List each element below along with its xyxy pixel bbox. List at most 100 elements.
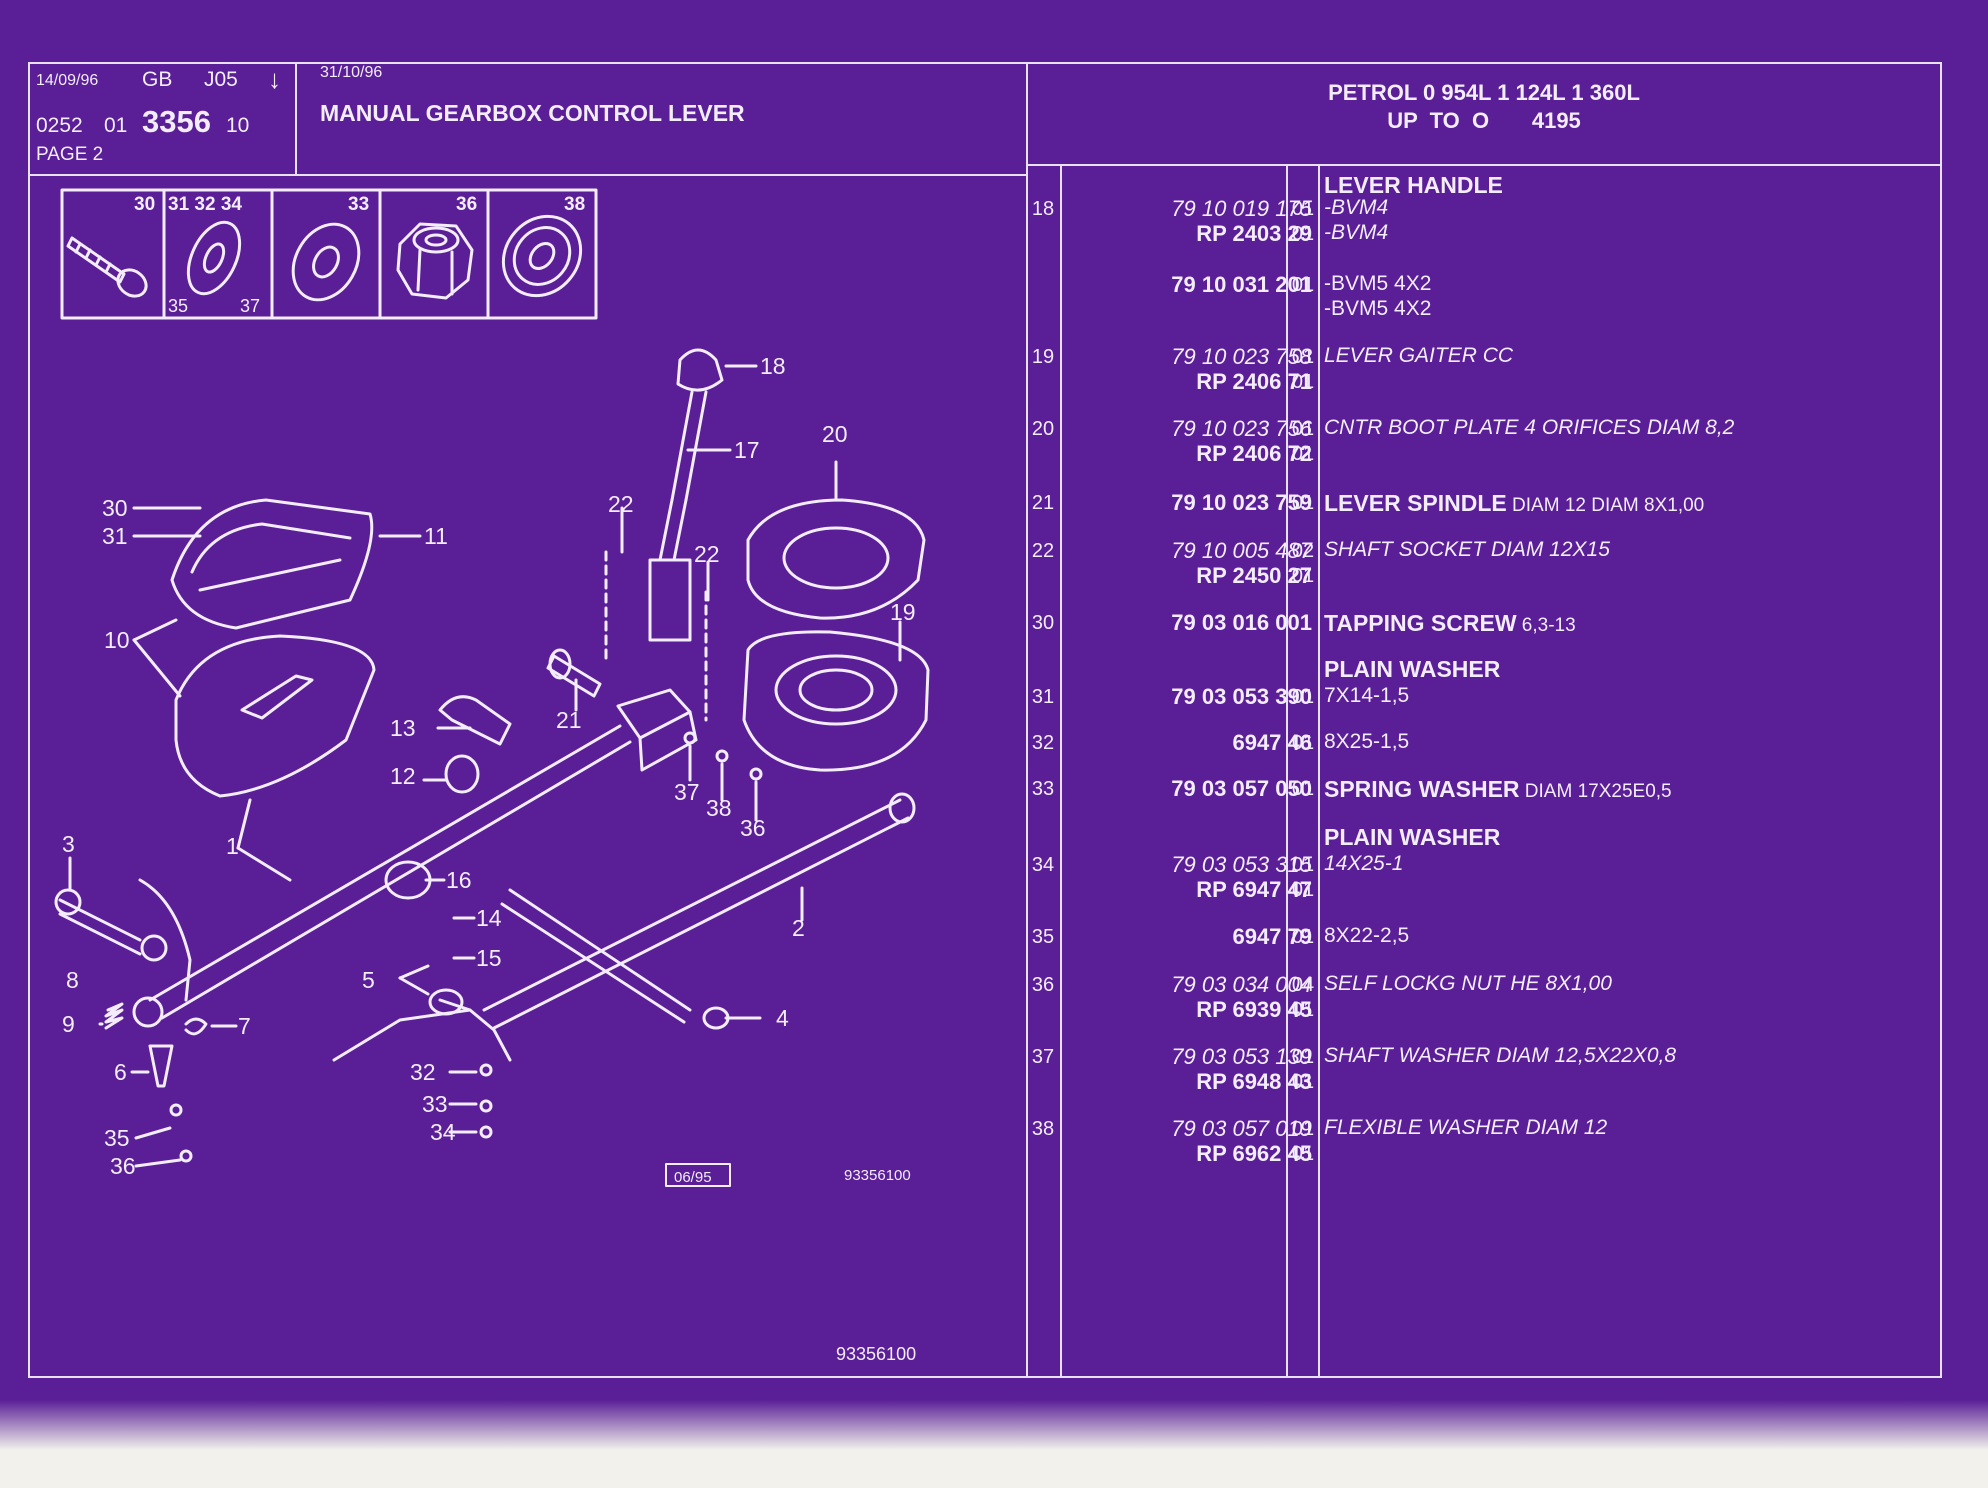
row-number: 30 bbox=[1031, 612, 1055, 634]
gear-housing-top bbox=[170, 498, 374, 630]
callout: 35 bbox=[104, 1125, 130, 1151]
part-description: 8X25-1,5 bbox=[1324, 730, 1410, 753]
limit-line: UP TO O 4195 bbox=[1387, 108, 1581, 133]
part-reference: RP 6962 45 bbox=[1196, 1141, 1312, 1166]
callout: 2 bbox=[792, 915, 805, 941]
part-reference: 79 10 005 487 bbox=[1171, 538, 1312, 563]
thumb-num: 31 32 34 bbox=[168, 194, 242, 215]
quantity: 01 bbox=[1291, 926, 1315, 948]
callout: 3 bbox=[62, 831, 75, 857]
part-description: -BVM5 4X2 bbox=[1324, 272, 1432, 295]
callout: 16 bbox=[446, 867, 472, 893]
part-reference: 79 03 057 050 bbox=[1171, 776, 1312, 801]
boot-plate bbox=[746, 498, 926, 620]
callout: 5 bbox=[362, 967, 375, 993]
thumb-num: 36 bbox=[456, 194, 477, 215]
quantity: 01 bbox=[1291, 418, 1315, 440]
part-reference: 79 03 053 139 bbox=[1171, 1044, 1312, 1069]
clip bbox=[438, 695, 512, 746]
part-description: 8X22-2,5 bbox=[1324, 924, 1410, 947]
plain-washer-icon bbox=[186, 220, 242, 296]
part-reference: 79 03 034 004 bbox=[1171, 972, 1312, 997]
header-code: J05 bbox=[204, 68, 238, 91]
callout: 38 bbox=[706, 795, 732, 821]
part-description: LEVER HANDLE bbox=[1324, 172, 1503, 198]
callout: 1 bbox=[226, 833, 239, 859]
sheet-edge bbox=[0, 1400, 1988, 1450]
part-description: -BVM4 bbox=[1324, 221, 1389, 244]
row-number: 38 bbox=[1031, 1118, 1055, 1140]
part-reference: 79 03 053 390 bbox=[1171, 684, 1312, 709]
callout: 31 bbox=[102, 523, 128, 549]
frame-left bbox=[28, 62, 30, 1378]
quantity: 01 bbox=[1291, 732, 1315, 754]
header-group: 3356 bbox=[142, 104, 211, 139]
callout: 19 bbox=[890, 599, 916, 625]
nut-7 bbox=[184, 1017, 208, 1036]
nut-icon bbox=[396, 222, 474, 300]
callout: 33 bbox=[422, 1091, 448, 1117]
description-detail: DIAM 12 DIAM 8X1,00 bbox=[1506, 495, 1705, 516]
callout: 17 bbox=[734, 437, 760, 463]
part-reference: RP 2403 29 bbox=[1196, 221, 1312, 246]
header-page: PAGE 2 bbox=[36, 144, 104, 165]
header-date-2: 31/10/96 bbox=[320, 64, 383, 81]
header-right-rule bbox=[1026, 164, 1940, 166]
thumb-num: 30 bbox=[134, 194, 155, 215]
frame-bottom bbox=[28, 1376, 1942, 1378]
quantity: 01 bbox=[1291, 198, 1315, 220]
part-description: SHAFT WASHER DIAM 12,5X22X0,8 bbox=[1324, 1044, 1677, 1067]
part-reference: RP 2450 27 bbox=[1196, 563, 1312, 588]
callout: 9 bbox=[62, 1011, 75, 1037]
part-reference: RP 6948 43 bbox=[1196, 1069, 1312, 1094]
callout: 20 bbox=[822, 421, 848, 447]
header-ref-a: 0252 bbox=[36, 114, 83, 137]
part-description: 14X25-1 bbox=[1324, 852, 1404, 875]
thumb-num: 33 bbox=[348, 194, 369, 215]
header-ref-c: 10 bbox=[226, 114, 250, 137]
spring bbox=[104, 1002, 124, 1030]
date-stamp: 06/95 bbox=[674, 1169, 712, 1186]
part-description: FLEXIBLE WASHER DIAM 12 bbox=[1324, 1116, 1608, 1139]
quantity: 01 bbox=[1291, 565, 1315, 587]
part-reference: 79 10 031 201 bbox=[1171, 272, 1312, 297]
quantity: 01 bbox=[1291, 879, 1315, 901]
callout: 18 bbox=[760, 353, 786, 379]
part-reference: 6947 46 bbox=[1232, 730, 1312, 755]
row-number: 22 bbox=[1031, 540, 1055, 562]
callout: 21 bbox=[556, 707, 582, 733]
callout: 36 bbox=[740, 815, 766, 841]
callout: 13 bbox=[390, 715, 416, 741]
page-title: MANUAL GEARBOX CONTROL LEVER bbox=[320, 100, 745, 126]
quantity: 01 bbox=[1291, 686, 1315, 708]
part-description: PLAIN WASHER bbox=[1324, 656, 1501, 682]
list-col-rule-2 bbox=[1286, 164, 1288, 1376]
part-reference: 79 03 057 019 bbox=[1171, 1116, 1312, 1141]
callout: 11 bbox=[424, 523, 448, 549]
part-description: -BVM4 bbox=[1324, 196, 1389, 219]
quantity: 01 bbox=[1291, 492, 1315, 514]
callout: 14 bbox=[476, 905, 502, 931]
row-number: 31 bbox=[1031, 686, 1055, 708]
spindle bbox=[546, 648, 602, 698]
quantity: 01 bbox=[1291, 443, 1315, 465]
part-reference: RP 6947 47 bbox=[1196, 877, 1312, 902]
knob-16 bbox=[384, 860, 432, 900]
thumb-sub: 37 bbox=[240, 296, 260, 316]
parts-sheet bbox=[0, 0, 1988, 1420]
thumb-sub: 35 bbox=[168, 296, 188, 316]
callout: 10 bbox=[104, 627, 130, 653]
flexible-washer-icon bbox=[501, 214, 583, 298]
part-reference: 79 10 023 759 bbox=[1171, 490, 1312, 515]
frame-divider bbox=[1026, 62, 1028, 1378]
part-description: PLAIN WASHER bbox=[1324, 824, 1501, 850]
row-number: 20 bbox=[1031, 418, 1055, 440]
list-col-rule-3 bbox=[1318, 164, 1320, 1376]
